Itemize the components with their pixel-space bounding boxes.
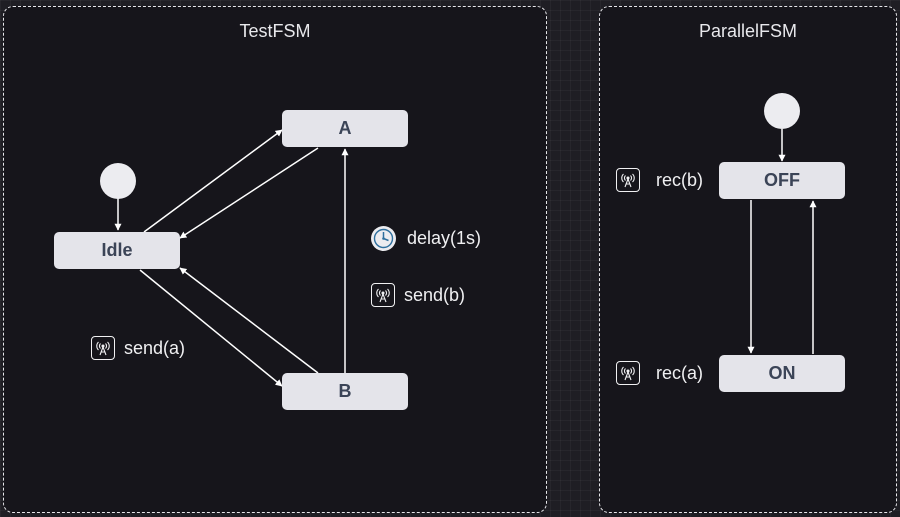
- transition-label-send-a[interactable]: send(a): [91, 336, 185, 360]
- testfsm-title: TestFSM: [239, 21, 311, 41]
- transition-label-rec-b[interactable]: rec(b): [616, 168, 703, 192]
- broadcast-icon: [91, 336, 115, 360]
- delay-text: delay(1s): [407, 228, 482, 248]
- state-off[interactable]: OFF: [719, 162, 845, 199]
- send-a-text: send(a): [124, 337, 186, 358]
- parallelfsm-initial-state[interactable]: [764, 93, 800, 129]
- edge-a-idle: [179, 147, 319, 239]
- edge-idle-a: [143, 129, 283, 233]
- transition-label-send-b[interactable]: send(b): [371, 283, 465, 307]
- broadcast-icon: [371, 283, 395, 307]
- state-on[interactable]: ON: [719, 355, 845, 392]
- state-idle[interactable]: Idle: [54, 232, 180, 269]
- edge-b-idle: [179, 267, 319, 374]
- state-b[interactable]: B: [282, 373, 408, 410]
- broadcast-icon: [616, 168, 640, 192]
- rec-b-text: rec(b): [656, 169, 704, 190]
- send-b-text: send(b): [404, 284, 466, 305]
- transition-label-delay[interactable]: delay(1s): [371, 226, 481, 251]
- clock-icon: [371, 226, 396, 251]
- transition-label-rec-a[interactable]: rec(a): [616, 361, 703, 385]
- parallelfsm-container: ParallelFSM: [599, 6, 897, 513]
- broadcast-icon: [616, 361, 640, 385]
- rec-a-text: rec(a): [656, 362, 704, 383]
- testfsm-initial-state[interactable]: [100, 163, 136, 199]
- edge-idle-b: [139, 269, 283, 387]
- parallelfsm-title: ParallelFSM: [698, 21, 798, 41]
- state-a[interactable]: A: [282, 110, 408, 147]
